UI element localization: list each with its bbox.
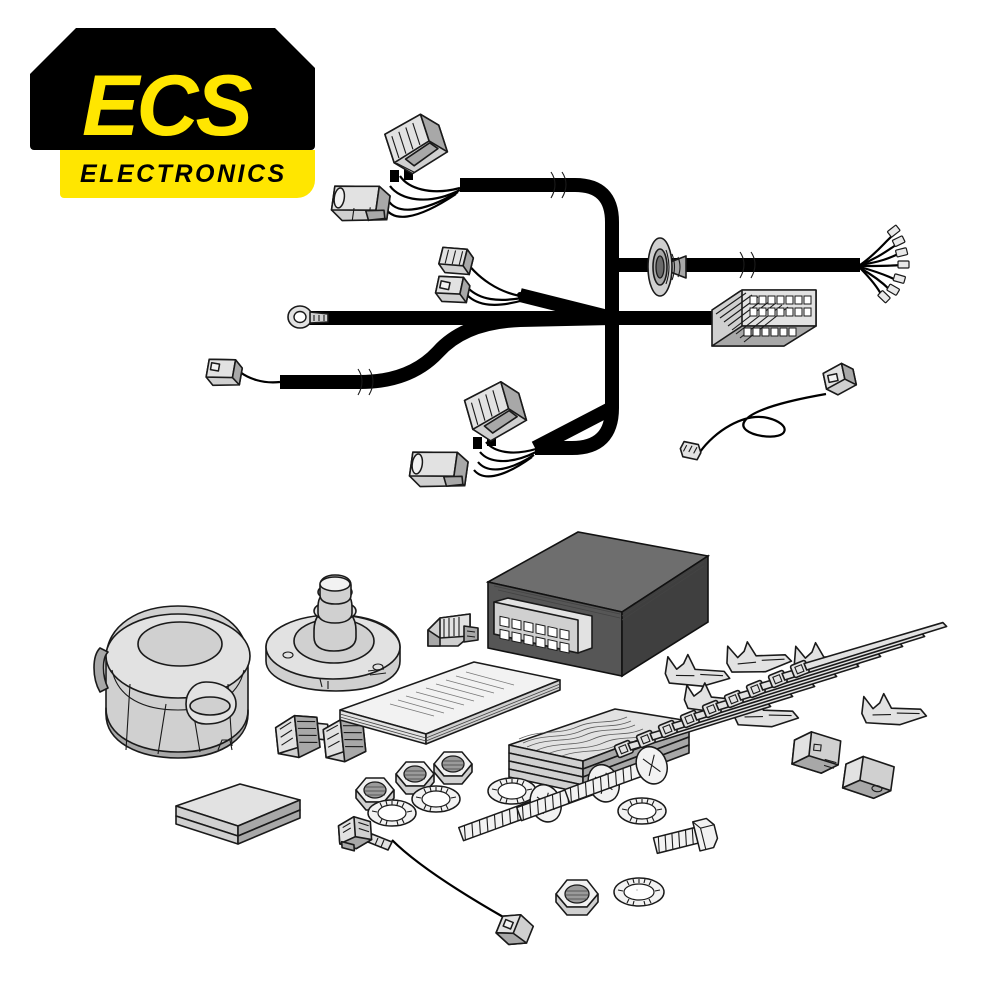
harness-trunk xyxy=(280,178,860,455)
pan-head-screws xyxy=(457,745,668,842)
logo-yellow-band xyxy=(60,150,315,198)
connector-upper-a xyxy=(384,113,449,175)
foam-pad-small xyxy=(175,783,301,845)
logo-black-panel xyxy=(30,28,315,150)
vehicle-multipin-plug xyxy=(711,289,817,347)
connector-mid-b xyxy=(434,275,471,304)
lock-washers xyxy=(367,777,667,907)
branch-lower-mid-leads xyxy=(473,434,537,478)
earth-lead xyxy=(337,815,535,946)
ecs-electronics-logo: ECS ELECTRONICS xyxy=(30,28,315,198)
manual-stack xyxy=(339,661,561,745)
insulation-stack xyxy=(508,708,690,794)
connector-mid-a xyxy=(438,246,475,276)
loose-lead xyxy=(679,362,858,461)
logo-subtitle: ELECTRONICS xyxy=(80,160,287,188)
connector-blocks xyxy=(274,714,367,763)
cable-ties xyxy=(613,621,948,759)
loose-wire-ends xyxy=(859,224,910,304)
connector-housings xyxy=(791,731,895,800)
fuse-holder xyxy=(427,613,479,647)
crimp-terminals xyxy=(664,641,928,728)
hex-nuts xyxy=(355,751,599,916)
connector-upper-b xyxy=(330,185,391,222)
hex-bolt xyxy=(652,817,719,855)
connector-lower-a xyxy=(463,380,528,442)
logo-wordmark: ECS xyxy=(82,58,253,154)
branch-mid-left-leads xyxy=(461,255,548,306)
connector-lower-b xyxy=(408,451,469,488)
socket-base xyxy=(265,574,401,692)
branch-upper-left-leads xyxy=(383,168,461,218)
branch-lower-left xyxy=(205,358,281,387)
rubber-grommet xyxy=(647,237,687,297)
socket-housing xyxy=(93,605,251,759)
control-module xyxy=(485,531,711,678)
ring-terminal xyxy=(287,305,331,329)
harness-break-marks xyxy=(357,171,756,396)
